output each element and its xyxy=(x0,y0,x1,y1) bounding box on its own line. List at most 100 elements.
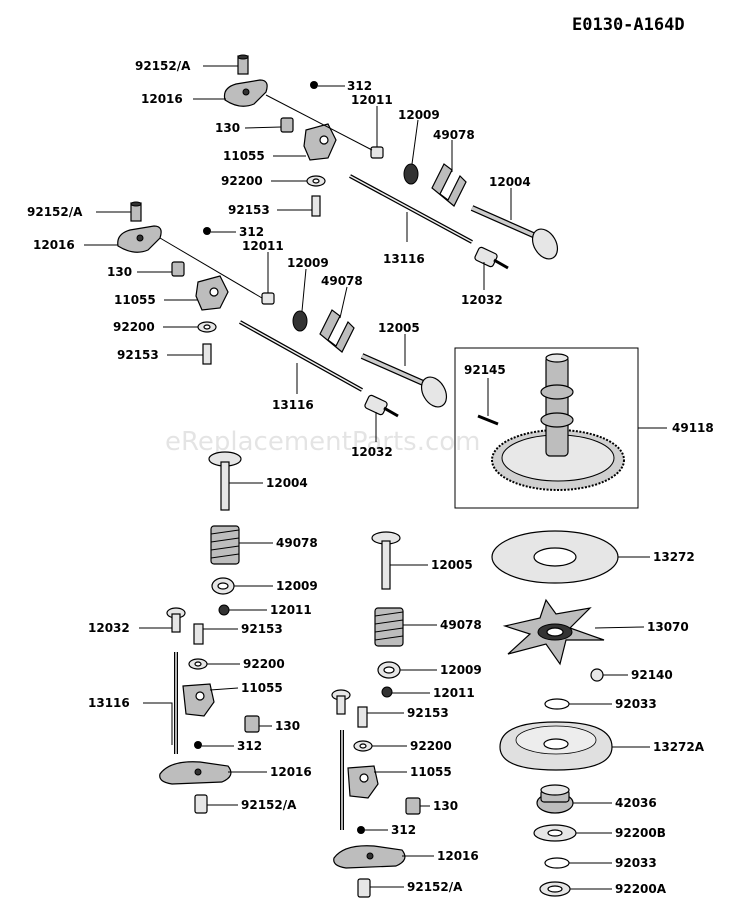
lower-middle-valve-train xyxy=(331,531,421,898)
label-12016[interactable]: 12016 xyxy=(270,765,312,779)
label-12032[interactable]: 12032 xyxy=(461,293,503,307)
collar xyxy=(381,686,393,698)
valve-head xyxy=(420,376,448,408)
label-12009[interactable]: 12009 xyxy=(276,579,318,593)
label-12009[interactable]: 12009 xyxy=(287,256,329,270)
upper-valve-train xyxy=(223,54,559,270)
label-11055[interactable]: 11055 xyxy=(410,765,452,779)
label-92200[interactable]: 92200 xyxy=(113,320,155,334)
label-12004[interactable]: 12004 xyxy=(489,175,531,189)
label-12011[interactable]: 12011 xyxy=(270,603,312,617)
bolt-130 xyxy=(405,797,421,815)
label-12009[interactable]: 12009 xyxy=(440,663,482,677)
label-92153[interactable]: 92153 xyxy=(241,622,283,636)
label-92200[interactable]: 92200 xyxy=(221,174,263,188)
camshaft-assembly-box xyxy=(454,347,639,509)
stud xyxy=(357,706,368,728)
valve-seal xyxy=(403,163,419,185)
label-312[interactable]: 312 xyxy=(237,739,262,753)
ring-92033 xyxy=(544,698,570,710)
label-49078[interactable]: 49078 xyxy=(433,128,475,142)
camshaft xyxy=(545,355,569,457)
label-12032[interactable]: 12032 xyxy=(88,621,130,635)
label-13116[interactable]: 13116 xyxy=(383,252,425,266)
label-92200a[interactable]: 92200A xyxy=(615,882,667,896)
label-92033[interactable]: 92033 xyxy=(615,856,657,870)
label-12009[interactable]: 12009 xyxy=(398,108,440,122)
label-92152-a[interactable]: 92152/A xyxy=(241,798,297,812)
stud xyxy=(311,195,321,217)
label-12016[interactable]: 12016 xyxy=(33,238,75,252)
stud xyxy=(202,343,212,365)
label-13116[interactable]: 13116 xyxy=(88,696,130,710)
collar xyxy=(370,146,384,159)
label-130[interactable]: 130 xyxy=(215,121,240,135)
label-130[interactable]: 130 xyxy=(107,265,132,279)
label-12016[interactable]: 12016 xyxy=(437,849,479,863)
label-12011[interactable]: 12011 xyxy=(351,93,393,107)
label-130[interactable]: 130 xyxy=(275,719,300,733)
label-312[interactable]: 312 xyxy=(391,823,416,837)
label-49078[interactable]: 49078 xyxy=(440,618,482,632)
label-92200[interactable]: 92200 xyxy=(243,657,285,671)
label-92152-a[interactable]: 92152/A xyxy=(407,880,463,894)
middle-valve-train xyxy=(117,201,448,418)
label-12005[interactable]: 12005 xyxy=(431,558,473,572)
label-92140[interactable]: 92140 xyxy=(631,668,673,682)
valve-stem xyxy=(381,540,391,590)
label-92033[interactable]: 92033 xyxy=(615,697,657,711)
label-13272a[interactable]: 13272A xyxy=(653,740,705,754)
label-312[interactable]: 312 xyxy=(347,79,372,93)
leader-lines xyxy=(84,65,667,890)
valve-spring xyxy=(319,309,355,353)
label-92153[interactable]: 92153 xyxy=(407,706,449,720)
label-92145[interactable]: 92145 xyxy=(464,363,506,377)
label-42036[interactable]: 42036 xyxy=(615,796,657,810)
label-312[interactable]: 312 xyxy=(239,225,264,239)
valve-head xyxy=(531,228,559,260)
ring-92033 xyxy=(544,857,570,869)
label-11055[interactable]: 11055 xyxy=(241,681,283,695)
label-12004[interactable]: 12004 xyxy=(266,476,308,490)
adjuster-screw xyxy=(357,878,371,898)
nut-312 xyxy=(357,826,365,834)
ball-92140 xyxy=(590,668,604,682)
label-12032[interactable]: 12032 xyxy=(351,445,393,459)
diagram-code: E0130-A164D xyxy=(572,15,685,35)
label-92152-a[interactable]: 92152/A xyxy=(135,59,191,73)
label-92200[interactable]: 92200 xyxy=(410,739,452,753)
label-130[interactable]: 130 xyxy=(433,799,458,813)
label-13272[interactable]: 13272 xyxy=(653,550,695,564)
label-12005[interactable]: 12005 xyxy=(378,321,420,335)
label-49118[interactable]: 49118 xyxy=(672,421,714,435)
bolt-130 xyxy=(244,715,260,733)
label-92153[interactable]: 92153 xyxy=(228,203,270,217)
label-92152-a[interactable]: 92152/A xyxy=(27,205,83,219)
bolt-130 xyxy=(280,117,294,133)
stud xyxy=(193,623,204,645)
label-11055[interactable]: 11055 xyxy=(223,149,265,163)
label-92200b[interactable]: 92200B xyxy=(615,826,666,840)
label-13070[interactable]: 13070 xyxy=(647,620,689,634)
label-13116[interactable]: 13116 xyxy=(272,398,314,412)
label-92153[interactable]: 92153 xyxy=(117,348,159,362)
governor-stack xyxy=(491,530,619,897)
collar xyxy=(218,604,230,616)
valve-spring xyxy=(431,163,467,207)
valve-seal xyxy=(292,310,308,332)
collar xyxy=(261,292,275,305)
label-11055[interactable]: 11055 xyxy=(114,293,156,307)
adjuster-screw xyxy=(194,794,208,814)
pin xyxy=(477,414,499,426)
valve-stem xyxy=(220,461,230,511)
label-49078[interactable]: 49078 xyxy=(321,274,363,288)
nut-312 xyxy=(203,227,211,235)
bolt-130 xyxy=(171,261,185,277)
label-12011[interactable]: 12011 xyxy=(433,686,475,700)
label-49078[interactable]: 49078 xyxy=(276,536,318,550)
nut-312 xyxy=(194,741,202,749)
label-12016[interactable]: 12016 xyxy=(141,92,183,106)
part-labels: 92152/A 12016 312 12011 130 12009 49078 … xyxy=(27,59,714,896)
label-12011[interactable]: 12011 xyxy=(242,239,284,253)
